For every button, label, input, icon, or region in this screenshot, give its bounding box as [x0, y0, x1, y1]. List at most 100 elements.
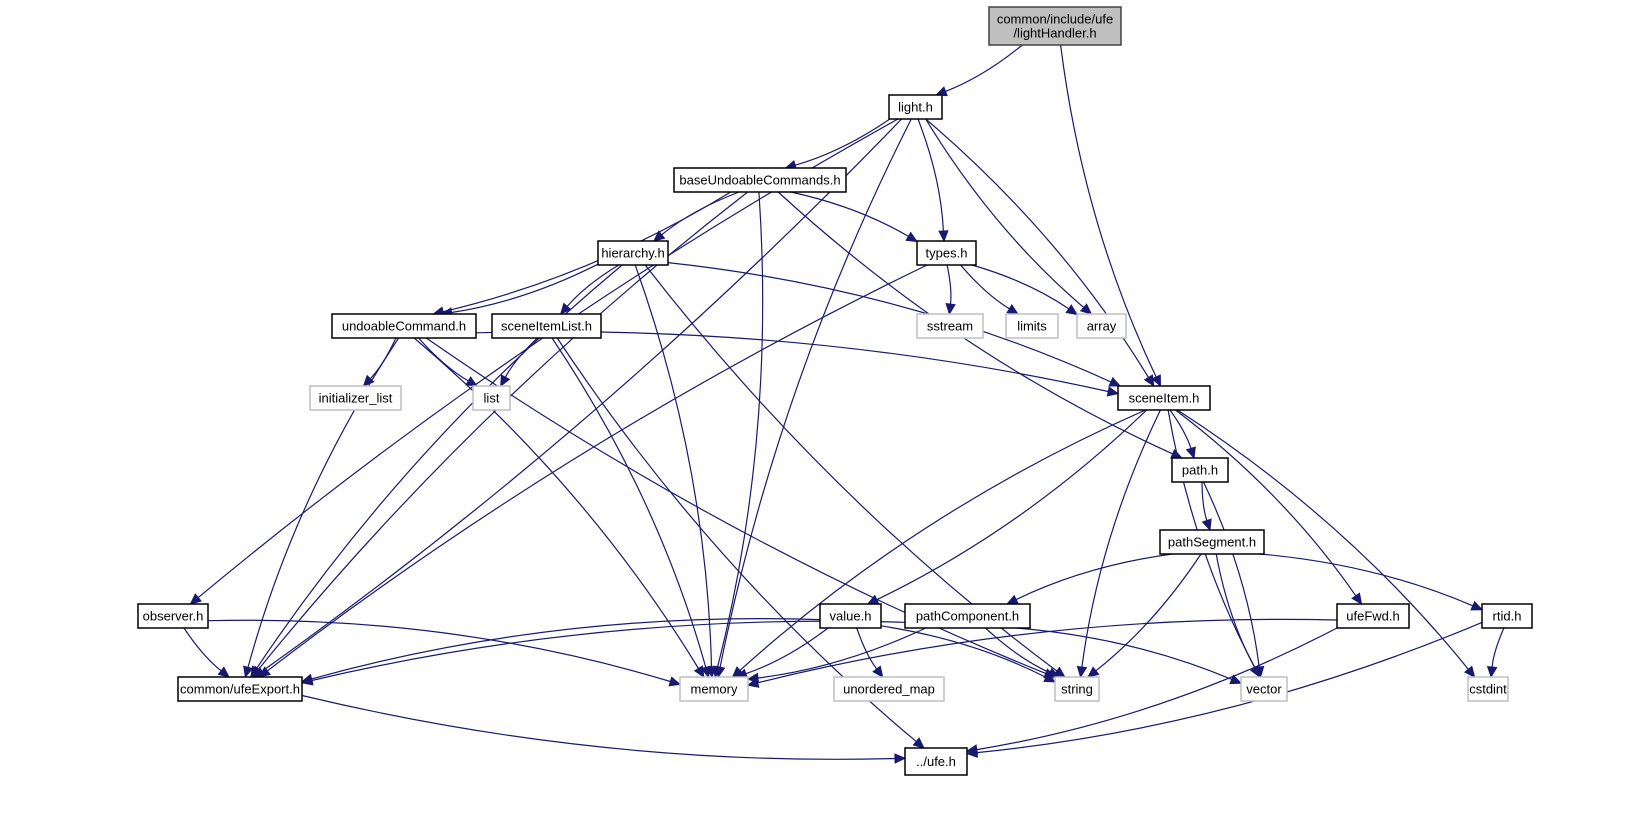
edge-light-to-types [917, 118, 949, 243]
edge-line [258, 191, 749, 670]
node-list: list [472, 385, 511, 411]
node-value[interactable]: value.h [819, 603, 882, 629]
edge-line [1201, 481, 1208, 521]
node-pathSegment[interactable]: pathSegment.h [1159, 529, 1265, 555]
edge-ufeExport-to-ufe [301, 694, 907, 764]
node-hierarchy[interactable]: hierarchy.h [597, 240, 669, 266]
node-label: limits [1017, 319, 1047, 334]
edge-hierarchy-to-sceneItemList [559, 264, 620, 315]
edge-line [183, 627, 222, 672]
arrowhead-icon [1005, 594, 1019, 605]
node-box [1005, 313, 1059, 339]
node-rtid[interactable]: rtid.h [1481, 603, 1533, 629]
node-unordered_map: unordered_map [833, 676, 945, 702]
arrowhead-icon [1151, 374, 1162, 388]
edge-undoableCommand-to-initializer_list [362, 337, 397, 387]
edge-value-to-string [880, 625, 1057, 683]
edge-baseUndoableCommands-to-types [790, 191, 919, 243]
arrowhead-icon [1076, 665, 1088, 679]
node-box [1054, 676, 1100, 702]
node-box [673, 167, 847, 193]
edge-line [976, 621, 1483, 754]
edge-line [1095, 553, 1202, 672]
node-ufeExport[interactable]: common/ufeExport.h [177, 676, 303, 702]
edge-light-to-array [925, 118, 1093, 315]
arrowhead-icon [559, 302, 572, 315]
edge-lightHandler-to-sceneItem [1060, 44, 1162, 388]
node-sceneItemList[interactable]: sceneItemList.h [491, 313, 602, 339]
edge-sceneItem-to-string [1076, 409, 1161, 679]
edge-line [917, 118, 944, 232]
node-box [597, 240, 669, 266]
node-memory: memory [679, 676, 749, 702]
arrowhead-icon [1229, 674, 1243, 685]
edge-line [985, 627, 1051, 674]
node-baseUndoableCommands[interactable]: baseUndoableCommands.h [673, 167, 847, 193]
edge-line [504, 337, 538, 378]
node-box [988, 6, 1122, 46]
edge-line [551, 337, 707, 668]
edge-baseUndoableCommands-to-hierarchy [652, 191, 740, 242]
node-undoableCommand[interactable]: undoableCommand.h [331, 313, 477, 339]
node-label: list [484, 391, 500, 406]
edge-line [739, 409, 1146, 671]
node-pathComponent[interactable]: pathComponent.h [904, 603, 1031, 629]
node-observer[interactable]: observer.h [137, 603, 209, 629]
edge-pathSegment-to-rtid [1259, 553, 1484, 611]
node-ufeFwd[interactable]: ufeFwd.h [1336, 603, 1410, 629]
node-sceneItem[interactable]: sceneItem.h [1117, 385, 1211, 411]
node-limits: limits [1005, 313, 1059, 339]
edge-undoableCommand-to-list [418, 337, 478, 387]
edge-line [945, 44, 1023, 92]
edge-line [566, 264, 620, 307]
edge-path-to-vector [1202, 481, 1265, 679]
edge-line [1175, 409, 1357, 597]
edge-line [976, 627, 1338, 751]
edge-rtid-to-cstdint [1486, 627, 1505, 679]
edge-value-to-memory [735, 627, 829, 679]
edge-hierarchy-to-memory [634, 264, 717, 679]
arrowhead-icon [872, 665, 884, 678]
edge-line [1491, 627, 1505, 668]
node-light[interactable]: light.h [888, 94, 943, 120]
node-box [904, 603, 1031, 629]
arrowhead-icon [945, 303, 956, 316]
arrowhead-icon [1106, 386, 1120, 397]
arrowhead-icon [250, 665, 262, 679]
node-string: string [1054, 676, 1100, 702]
edge-line [1015, 553, 1173, 601]
node-ufe[interactable]: ../ufe.h [904, 747, 968, 776]
edge-line [442, 191, 732, 313]
node-label: /lightHandler.h [1013, 26, 1096, 41]
node-label: ufeFwd.h [1346, 609, 1399, 624]
edge-pathSegment-to-string [1087, 553, 1202, 678]
edge-line [413, 337, 700, 669]
node-label: baseUndoableCommands.h [679, 173, 840, 188]
node-box [819, 603, 882, 629]
arrowhead-icon [1043, 672, 1057, 683]
node-box [177, 676, 303, 702]
edge-ufeFwd-to-memory [746, 618, 1338, 688]
edge-line [311, 618, 821, 680]
node-label: light.h [898, 100, 933, 115]
edge-sceneItemList-to-memory [551, 337, 711, 679]
edge-pathComponent-to-string [985, 627, 1061, 678]
node-lightHandler[interactable]: common/include/ufe/lightHandler.h [988, 6, 1122, 46]
node-label: pathSegment.h [1168, 535, 1256, 550]
arrowhead-icon [1185, 446, 1196, 460]
edge-line [790, 191, 909, 237]
edge-rtid-to-ufe [965, 621, 1483, 758]
edge-light-to-memory [715, 118, 912, 679]
edge-pathComponent-to-ufeExport [300, 620, 906, 686]
arrowhead-icon [1065, 304, 1079, 316]
edge-line [369, 337, 397, 380]
nodes-layer: common/include/ufe/lightHandler.h light.h… [137, 6, 1533, 776]
edge-observer-to-memory [207, 619, 682, 687]
node-types[interactable]: types.h [916, 240, 977, 266]
node-box [472, 385, 511, 411]
node-label: initializer_list [319, 391, 393, 406]
edge-baseUndoableCommands-to-undoableCommand [432, 191, 732, 317]
node-path[interactable]: path.h [1171, 457, 1229, 483]
arrowhead-icon [362, 374, 375, 387]
